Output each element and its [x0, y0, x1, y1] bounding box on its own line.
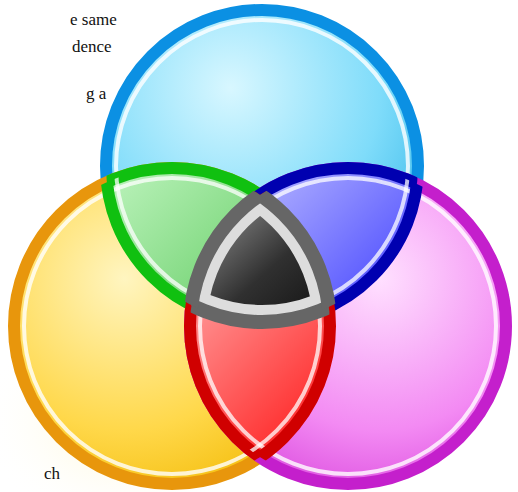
document-text-fragment: g a	[86, 84, 106, 104]
document-text-fragment: dence	[72, 37, 112, 57]
document-text-fragment: e same	[70, 10, 117, 30]
document-text-fragment: ch	[44, 464, 60, 484]
